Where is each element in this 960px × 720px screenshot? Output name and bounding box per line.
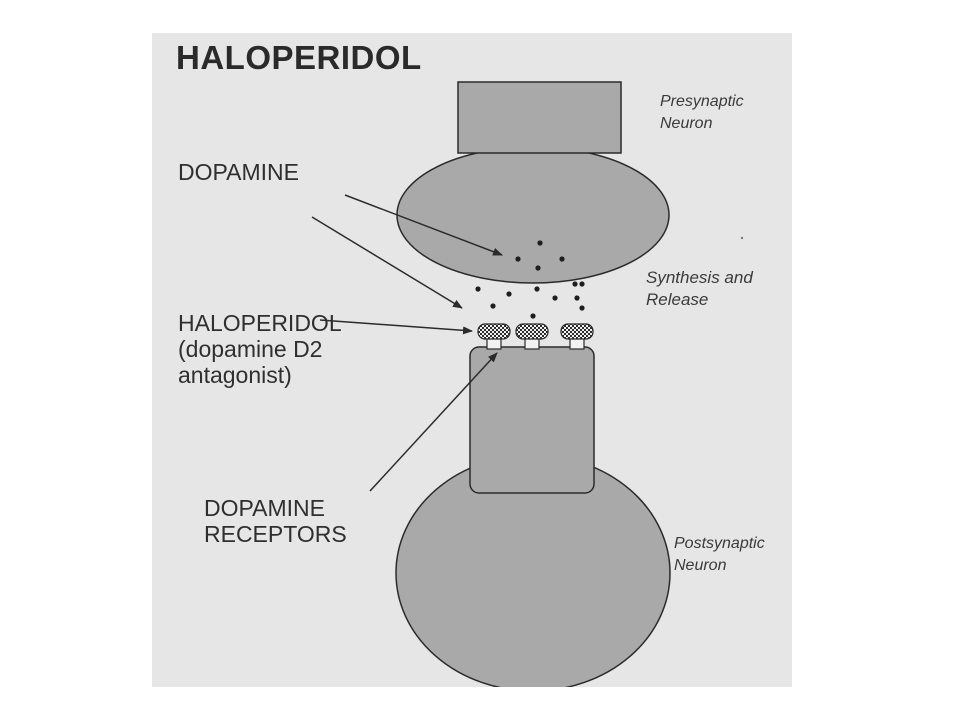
label-presynaptic-neuron: Presynaptic Neuron [660, 91, 744, 135]
receptor-middle [515, 323, 549, 350]
haloperidol-molecule [477, 323, 511, 340]
label-dopamine: DOPAMINE [178, 159, 299, 185]
label-receptors-line-1: DOPAMINE [204, 495, 325, 521]
receptor-right [560, 323, 594, 350]
label-presynaptic-line-1: Presynaptic [660, 93, 744, 110]
label-synthesis-release: Synthesis and Release [646, 267, 753, 311]
presynaptic-neuron-axon [457, 81, 622, 154]
haloperidol-molecule [515, 323, 549, 340]
label-postsynaptic-line-2: Neuron [674, 557, 727, 574]
label-postsynaptic-line-1: Postsynaptic [674, 535, 765, 552]
label-synthesis-line-2: Release [646, 290, 709, 309]
arrow-receptors [369, 352, 498, 492]
label-postsynaptic-neuron: Postsynaptic Neuron [674, 533, 765, 577]
dopamine-molecules [475, 240, 585, 319]
label-haloperidol: HALOPERIDOL (dopamine D2 antagonist) [178, 310, 342, 388]
label-haloperidol-line-3: antagonist) [178, 362, 292, 388]
label-dopamine-text: DOPAMINE [178, 159, 299, 185]
synapse-diagram [311, 81, 744, 687]
label-synthesis-line-1: Synthesis and [646, 268, 753, 287]
label-presynaptic-line-2: Neuron [660, 115, 713, 132]
label-dopamine-receptors: DOPAMINE RECEPTORS [204, 495, 347, 547]
scan-speck [740, 236, 744, 240]
label-haloperidol-line-2: (dopamine D2 [178, 336, 323, 362]
postsynaptic-neuron-dendrite [469, 346, 595, 494]
arrow-dopamine-to-receptor [311, 216, 463, 309]
presynaptic-neuron-body [396, 146, 670, 284]
diagram-panel: HALOPERIDOL DOPAMINE HALOPERIDOL (dopami… [152, 33, 792, 687]
label-haloperidol-line-1: HALOPERIDOL [178, 310, 342, 336]
arrow-dopamine [344, 194, 503, 256]
receptor-left [477, 323, 511, 350]
haloperidol-molecule [560, 323, 594, 340]
arrow-haloperidol [319, 319, 473, 335]
label-receptors-line-2: RECEPTORS [204, 521, 347, 547]
diagram-title: HALOPERIDOL [176, 39, 422, 76]
